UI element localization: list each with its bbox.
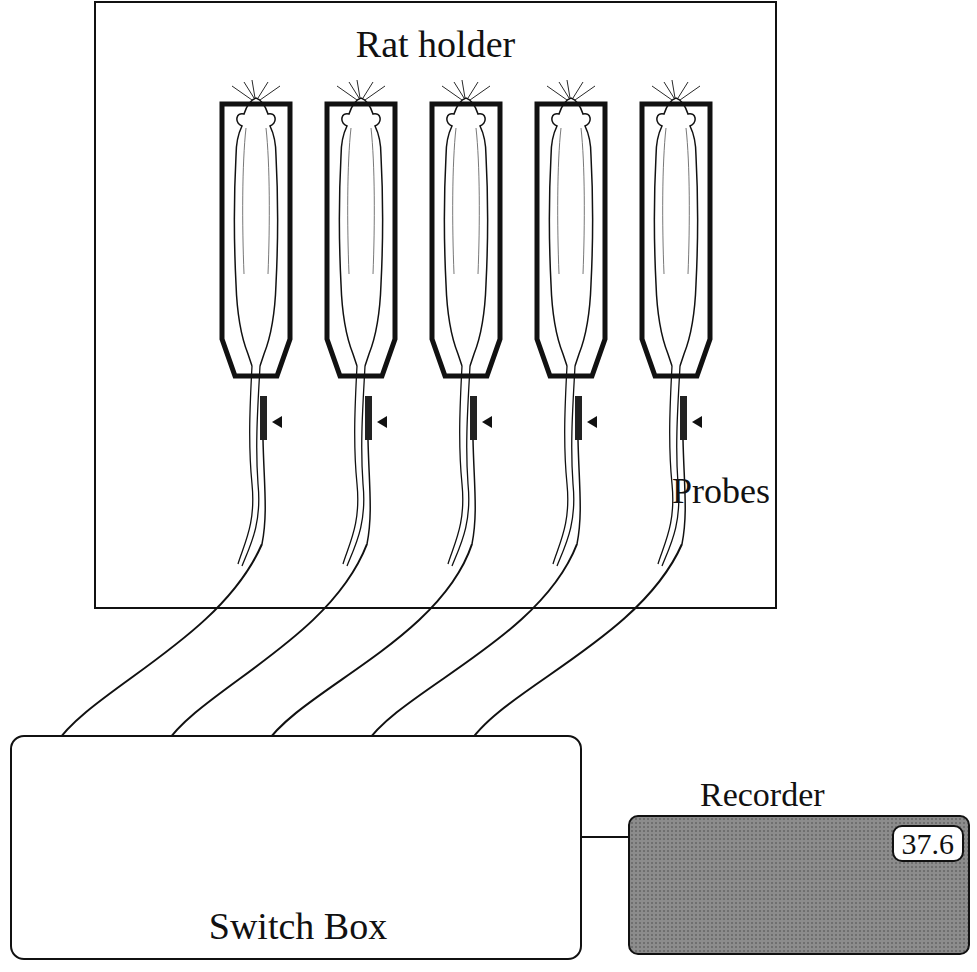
recorder-box: Recorder37.6 [628,815,970,955]
switch-box: Switch Box [10,735,582,960]
signal-wire [582,836,628,838]
part-label: Probes [672,472,770,512]
box-label: Switch Box [209,906,387,948]
node-title: Rat holder [356,24,515,66]
display-value: 37.6 [892,825,965,862]
holder-frame: Rat holder [95,2,776,608]
device-label: Recorder [700,776,825,813]
